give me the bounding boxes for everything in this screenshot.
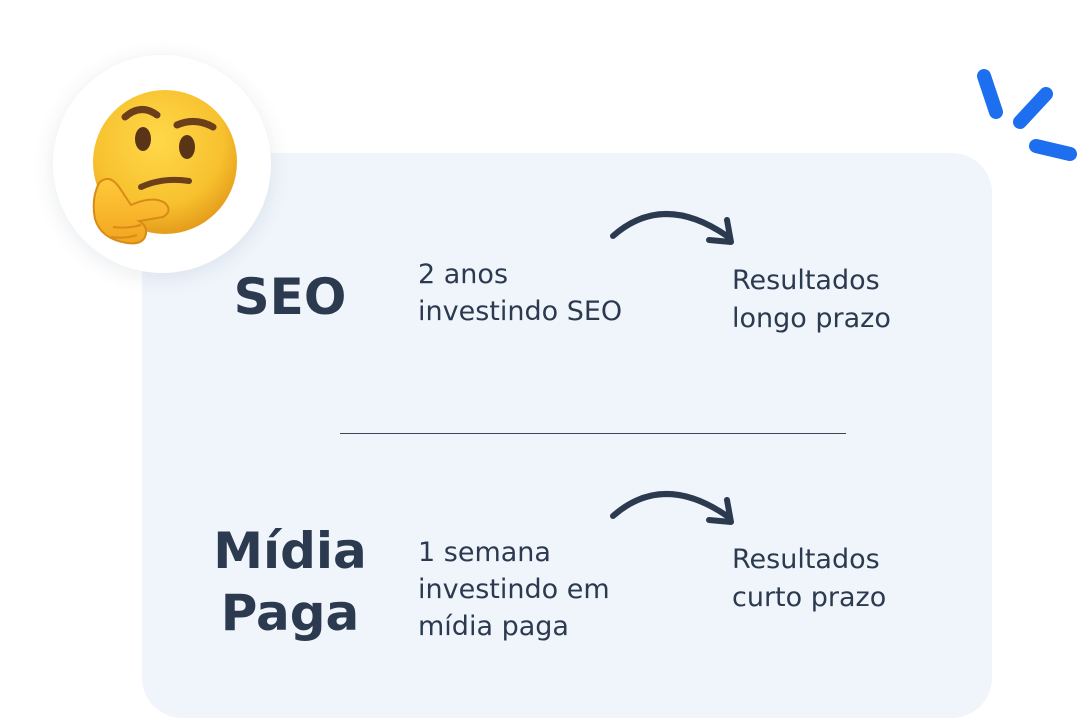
curved-arrow-icon <box>610 211 734 245</box>
seo-result: Resultados longo prazo <box>732 265 891 334</box>
thinking-face-icon <box>92 90 237 245</box>
paid-media-label: Mídia Paga <box>213 522 367 642</box>
divider <box>340 433 846 434</box>
comparison-card <box>142 153 992 718</box>
emoji-badge <box>53 55 271 273</box>
seo-label: SEO <box>233 268 347 326</box>
paid-media-result: Resultados curto prazo <box>732 544 887 613</box>
paid-media-description: 1 semana investindo em mídia paga <box>418 537 610 642</box>
spark-lines-icon <box>977 69 1077 161</box>
seo-description: 2 anos investindo SEO <box>418 259 623 327</box>
curved-arrow-icon <box>610 491 734 525</box>
